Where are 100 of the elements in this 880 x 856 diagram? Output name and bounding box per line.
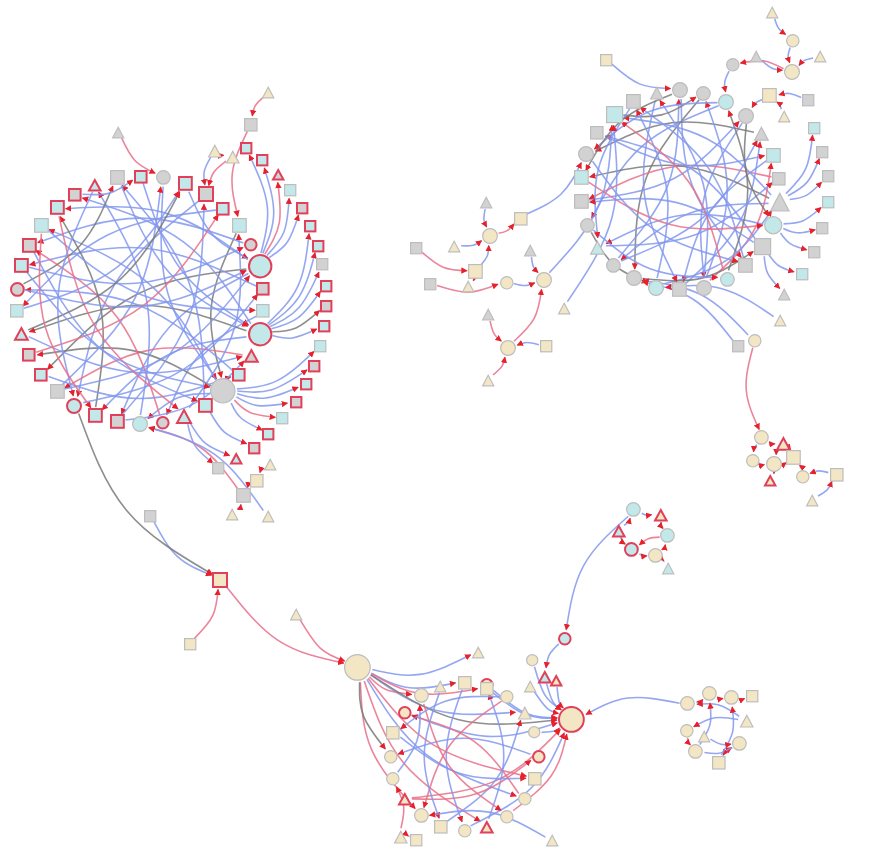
arrow [704, 100, 729, 280]
arrow [617, 98, 682, 259]
arrow [436, 283, 499, 293]
arrow [587, 181, 764, 230]
arrow [236, 503, 244, 511]
arrow [271, 328, 318, 340]
arrow [618, 536, 627, 545]
arrow [423, 691, 441, 819]
circle-node [688, 744, 704, 760]
arrow [751, 98, 764, 109]
circle-node [718, 93, 735, 110]
arrow [716, 696, 724, 703]
arrow [120, 184, 249, 327]
arrow [663, 209, 773, 285]
square-node [786, 450, 802, 466]
arrow [556, 686, 565, 709]
circle-node [724, 690, 740, 706]
arrow [230, 402, 264, 431]
triangle-node [590, 239, 606, 255]
square-node [468, 264, 484, 280]
arrow [32, 250, 199, 402]
square-node [539, 339, 553, 353]
arrow [512, 733, 569, 812]
arrow [63, 275, 251, 390]
arrow [35, 249, 161, 416]
circle-node [9, 281, 24, 296]
arrow [189, 422, 231, 457]
triangle-node [261, 85, 275, 99]
triangle-node [749, 49, 763, 63]
triangle-node [447, 239, 461, 253]
triangle-node [289, 607, 303, 621]
square-node [816, 145, 830, 158]
arrow [642, 99, 678, 283]
circle-node [732, 736, 748, 752]
square-node [319, 279, 332, 292]
circle-node [500, 689, 515, 703]
arrow [410, 713, 559, 738]
arrow [410, 728, 562, 799]
arrow [605, 213, 765, 245]
square-node [731, 339, 745, 353]
arrow [411, 714, 520, 795]
arrow [188, 190, 249, 260]
square-node [409, 833, 423, 847]
arrow [588, 120, 740, 201]
square-node [821, 170, 834, 184]
square-node [801, 93, 815, 107]
arrow [692, 716, 739, 728]
arrow [512, 281, 536, 288]
square-node [247, 441, 260, 454]
triangle-node [697, 729, 711, 743]
circle-node [155, 415, 170, 429]
square-node [319, 299, 333, 313]
square-node [513, 211, 527, 225]
circle-node [210, 378, 237, 405]
arrow [620, 139, 758, 262]
arrow [268, 251, 317, 326]
arrow [817, 480, 833, 497]
arrow [763, 255, 781, 290]
arrow [779, 232, 808, 252]
arrow [487, 693, 505, 820]
arrow [124, 360, 245, 421]
square-node [772, 171, 787, 185]
square-node [711, 755, 725, 769]
circle-node [557, 631, 571, 645]
triangle-node [765, 5, 779, 19]
triangle-node [397, 792, 411, 807]
square-node [177, 176, 193, 192]
square-node [457, 675, 471, 689]
circle-node [386, 772, 401, 786]
circle-node [624, 542, 640, 558]
arrow [622, 115, 772, 196]
circle-node [482, 228, 498, 244]
circle-node [536, 272, 552, 288]
arrow [231, 130, 249, 218]
square-node [829, 467, 843, 481]
square-node [232, 367, 246, 382]
square-node [816, 222, 830, 235]
circle-node [626, 502, 642, 518]
arrow [779, 461, 787, 469]
arrow [27, 335, 243, 374]
circle-node [764, 216, 783, 235]
circle-node [625, 270, 642, 287]
triangle-node [611, 523, 625, 537]
arrow [47, 229, 256, 314]
triangle-node [111, 125, 125, 139]
arrow [188, 233, 243, 409]
circle-node [680, 696, 696, 712]
arrow [46, 268, 248, 371]
arrow [657, 554, 666, 563]
square-node [795, 268, 808, 282]
arrow [696, 700, 740, 718]
arrow [684, 736, 692, 746]
square-node [212, 572, 228, 588]
arrow [684, 141, 763, 285]
square-node [304, 219, 317, 233]
arrow [709, 738, 732, 749]
circle-node [66, 397, 83, 414]
arrow [371, 654, 472, 676]
arrow [771, 467, 778, 475]
circle-node [413, 688, 428, 704]
